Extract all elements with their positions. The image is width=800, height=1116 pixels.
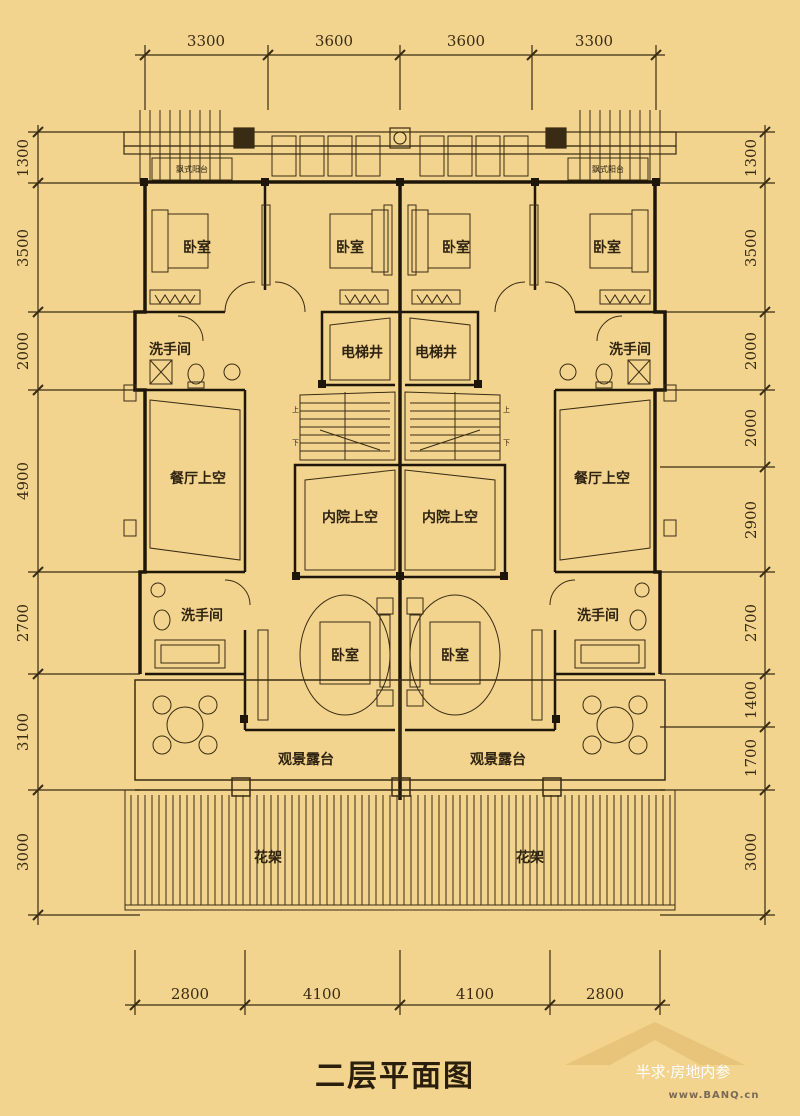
dim-bottom-2: 4100	[303, 985, 341, 1003]
elevator-shafts	[329, 317, 471, 381]
left-dimension-line	[28, 125, 140, 925]
stair-mark-2: 下	[292, 439, 299, 447]
dim-bottom-1: 2800	[171, 985, 209, 1003]
courtyard-void-label-left: 内院上空	[322, 509, 378, 526]
dim-right-3: 2000	[742, 332, 760, 370]
dim-left-1: 1300	[14, 139, 32, 177]
house-roof-icon	[565, 1022, 745, 1065]
dim-left-7: 3000	[14, 833, 32, 871]
bottom-dimension-labels: 2800 4100 4100 2800	[171, 985, 624, 1003]
dim-top-4: 3300	[575, 32, 613, 50]
stairs	[299, 391, 501, 461]
dim-right-6: 2700	[742, 604, 760, 642]
bay-window-label-right: 飘式阳台	[592, 164, 624, 174]
washroom-label-lower-left: 洗手间	[181, 607, 223, 624]
top-dimension-line	[135, 45, 665, 110]
watermark-text: 半求·房地内参	[636, 1063, 731, 1081]
dim-left-3: 2000	[14, 332, 32, 370]
right-dimension-line	[660, 125, 775, 925]
dim-right-8: 1700	[742, 739, 760, 777]
left-dimension-labels: 1300 3500 2000 4900 2700 3100 3000	[14, 139, 32, 871]
stair-mark-1: 上	[292, 405, 299, 414]
dim-top-1: 3300	[187, 32, 225, 50]
top-dimension-labels: 3300 3600 3600 3300	[187, 32, 613, 50]
dim-left-2: 3500	[14, 229, 32, 267]
bedroom-label-2: 卧室	[336, 239, 364, 256]
dim-top-2: 3600	[315, 32, 353, 50]
pergola-label-left: 花架	[254, 849, 282, 866]
dim-right-2: 3500	[742, 229, 760, 267]
watermark: 半求·房地内参 www.BANQ.cn	[565, 1022, 760, 1101]
washroom-label-lower-right: 洗手间	[577, 607, 619, 624]
bottom-dimension-line	[125, 950, 670, 1015]
terrace-label-left: 观景露台	[278, 751, 334, 768]
dim-right-4: 2000	[742, 409, 760, 447]
dim-bottom-4: 2800	[586, 985, 624, 1003]
top-balcony	[123, 110, 677, 182]
top-bedroom-furniture	[149, 157, 651, 313]
washroom-label-upper-left: 洗手间	[149, 341, 191, 358]
dim-bottom-3: 4100	[456, 985, 494, 1003]
dim-top-3: 3600	[447, 32, 485, 50]
dining-void-label-right: 餐厅上空	[573, 470, 630, 487]
bedroom-label-5: 卧室	[331, 647, 359, 664]
elevator-label-left: 电梯井	[341, 344, 383, 361]
stair-mark-3: 上	[503, 405, 510, 414]
interior-walls	[145, 182, 655, 732]
dim-right-9: 3000	[742, 833, 760, 871]
terrace-label-right: 观景露台	[470, 751, 526, 768]
watermark-url: www.BANQ.cn	[669, 1090, 760, 1101]
elevator-label-right: 电梯井	[415, 344, 457, 361]
pergola-label-right: 花架	[516, 849, 544, 866]
plan-title: 二层平面图	[315, 1059, 475, 1094]
dining-void-outline	[123, 384, 677, 561]
dim-right-7: 1400	[742, 681, 760, 719]
room-labels: 飘式阳台 飘式阳台 卧室 卧室 卧室 卧室 洗手间 洗手间 电梯井 电梯井 上 …	[149, 164, 651, 866]
dim-right-1: 1300	[742, 139, 760, 177]
terraces	[134, 679, 666, 797]
dim-right-5: 2900	[742, 501, 760, 539]
upper-washroom-fixtures	[149, 315, 651, 389]
bedroom-label-3: 卧室	[442, 239, 470, 256]
terrace-table-set	[152, 695, 648, 755]
lower-washroom-fixtures	[150, 579, 650, 669]
dim-left-4: 4900	[14, 462, 32, 500]
courtyard-void-outline	[304, 469, 496, 571]
columns	[140, 178, 660, 723]
right-dimension-labels: 1300 3500 2000 2000 2900 2700 1400 1700 …	[742, 139, 760, 871]
dim-left-6: 3100	[14, 713, 32, 751]
pergola	[124, 789, 676, 911]
dim-left-5: 2700	[14, 604, 32, 642]
dining-void-label-left: 餐厅上空	[169, 470, 226, 487]
washroom-label-upper-right: 洗手间	[609, 341, 651, 358]
stair-mark-4: 下	[503, 439, 510, 447]
lower-bedroom-furniture	[257, 594, 543, 721]
bedroom-label-1: 卧室	[183, 239, 211, 256]
courtyard-void-label-right: 内院上空	[422, 509, 478, 526]
bedroom-label-6: 卧室	[441, 647, 469, 664]
bedroom-label-4: 卧室	[593, 239, 621, 256]
bay-window-label-left: 飘式阳台	[176, 164, 208, 174]
